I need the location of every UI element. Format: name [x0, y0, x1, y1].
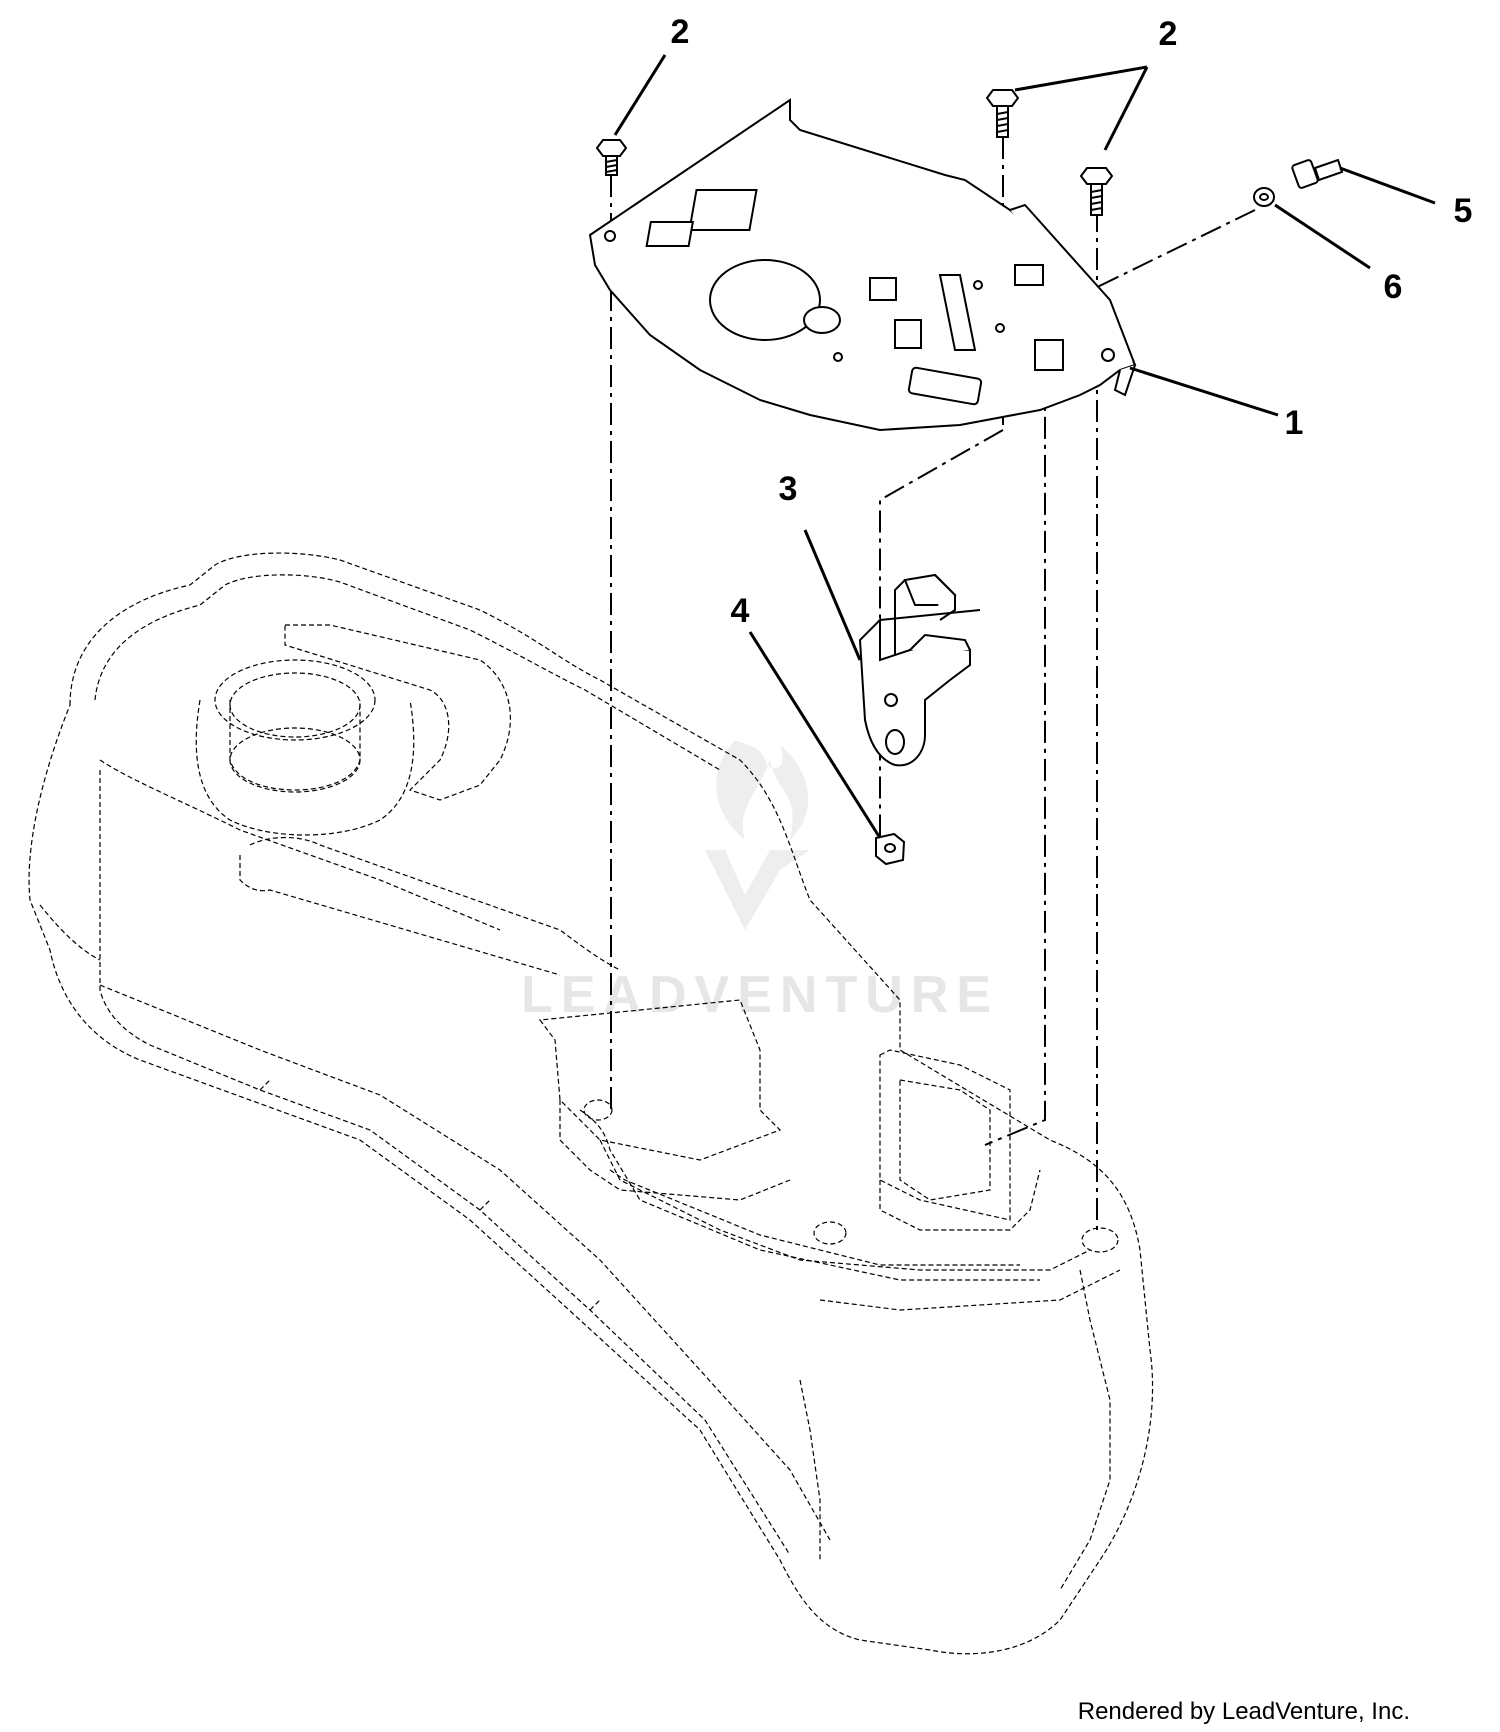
- part-screw-left: [595, 139, 628, 176]
- leader-lines: [613, 54, 1436, 839]
- callout-5: 5: [1454, 192, 1473, 230]
- part-bracket-switch: [858, 573, 981, 767]
- part-screw-center: [985, 89, 1020, 138]
- callout-6: 6: [1384, 268, 1403, 306]
- fuel-tank-body: [28, 552, 1154, 1655]
- callout-3: 3: [779, 470, 798, 508]
- callout-2-left: 2: [671, 13, 690, 51]
- callout-4: 4: [731, 592, 750, 630]
- callout-1: 1: [1285, 404, 1304, 442]
- watermark-logo: [705, 740, 810, 930]
- part-nut: [875, 832, 906, 866]
- callout-2-right: 2: [1159, 15, 1178, 53]
- part-screw-right: [1079, 167, 1114, 216]
- part-cover-plate: [588, 98, 1137, 432]
- part-washer: [1253, 187, 1275, 207]
- part-bolt: [1291, 158, 1344, 189]
- callout-labels: 2 2 5 6 1 3 4: [671, 13, 1473, 630]
- rendered-by-credit: Rendered by LeadVenture, Inc.: [1077, 1698, 1410, 1725]
